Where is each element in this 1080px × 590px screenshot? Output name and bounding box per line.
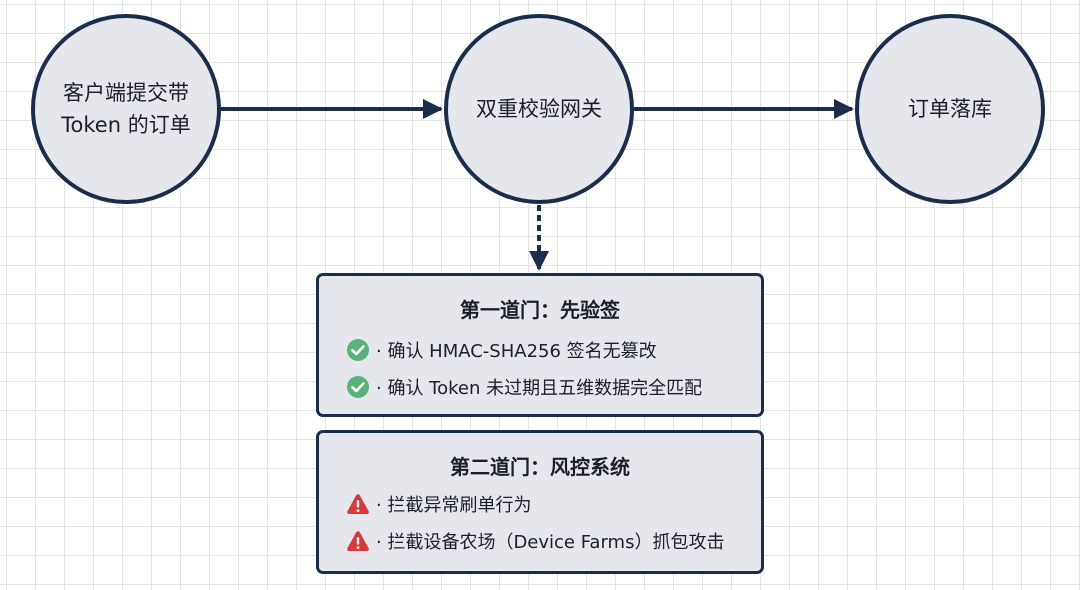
- order-persist-label: 订单落库: [908, 97, 992, 121]
- gate-two-title: 第二道门：风控系统: [450, 455, 630, 479]
- gate-one-title: 第一道门：先验签: [460, 298, 620, 322]
- gateway-label: 双重校验网关: [476, 97, 602, 121]
- order-persist-node: 订单落库: [855, 14, 1045, 204]
- gate-one-item-text: · 确认 Token 未过期且五维数据完全匹配: [376, 378, 703, 399]
- gate-two-item: · 拦截设备农场（Device Farms）抓包攻击: [346, 527, 751, 555]
- client-submit-label: 客户端提交带 Token 的订单: [61, 81, 191, 137]
- gate-two-item: · 拦截异常刷单行为: [346, 490, 751, 518]
- gate-two-item-text: · 拦截设备农场（Device Farms）抓包攻击: [376, 532, 725, 553]
- gate-one-item: · 确认 HMAC-SHA256 签名无篡改: [346, 336, 751, 364]
- gate-one-panel: 第一道门：先验签 · 确认 HMAC-SHA256 签名无篡改 · 确认 Tok…: [316, 273, 764, 417]
- client-submit-node: 客户端提交带 Token 的订单: [31, 14, 221, 204]
- gate-one-item-text: · 确认 HMAC-SHA256 签名无篡改: [376, 341, 657, 362]
- check-circle-icon: [347, 376, 369, 398]
- gate-two-item-text: · 拦截异常刷单行为: [376, 495, 532, 516]
- gate-one-item: · 确认 Token 未过期且五维数据完全匹配: [346, 373, 751, 401]
- check-circle-icon: [347, 339, 369, 361]
- warning-icon: [347, 531, 369, 551]
- dual-verification-gateway-node: 双重校验网关: [444, 14, 634, 204]
- warning-icon: [347, 494, 369, 514]
- gate-two-panel: 第二道门：风控系统 · 拦截异常刷单行为 · 拦截设备农场（Device Far…: [316, 430, 764, 574]
